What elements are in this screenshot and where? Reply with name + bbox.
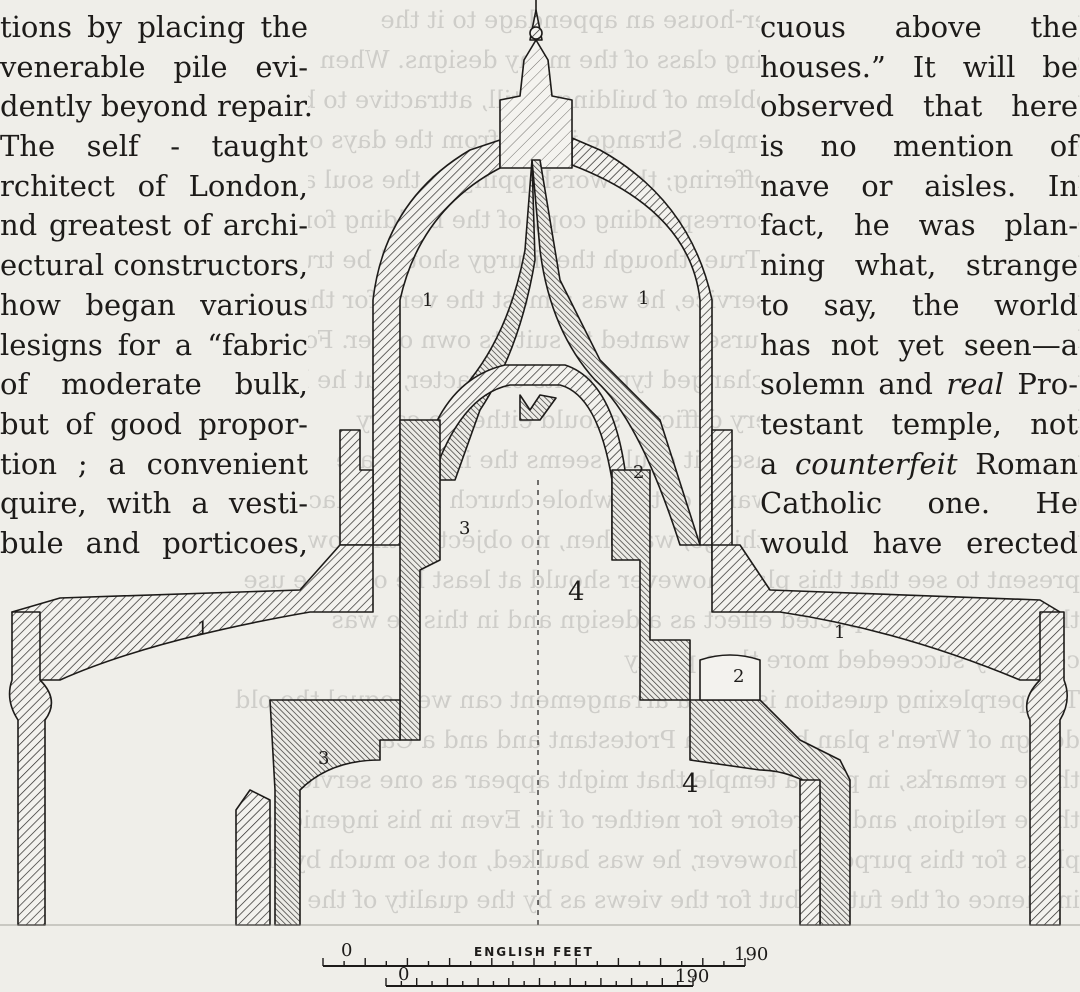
text-line: ning what, strange <box>760 248 1078 283</box>
figure-label: 3 <box>318 748 329 769</box>
italic-word: counterfeit <box>794 446 958 481</box>
text-line: how began various <box>0 287 308 322</box>
drum-left <box>399 419 441 741</box>
text-line: solemn and real Pro- <box>760 365 1078 405</box>
scale-title: ENGLISH FEET <box>474 945 594 959</box>
scale-bar <box>322 958 746 987</box>
text-line: is no mention of <box>760 129 1078 164</box>
text-run: Pro- <box>1003 367 1078 402</box>
figure-label: 1 <box>422 290 433 311</box>
text-line: dently beyond repair. <box>0 89 314 124</box>
text-run: Roman <box>957 446 1078 481</box>
text-run: a <box>760 446 795 481</box>
figure-label: 1 <box>834 622 845 643</box>
nave-roof-right <box>711 544 1061 681</box>
text-line: Catholic one. He <box>760 486 1078 521</box>
text-line: venerable pile evi- <box>0 49 308 84</box>
scale-end-label-2: 190 <box>675 966 709 987</box>
figure-label: 2 <box>733 666 744 687</box>
text-line: ectural constructors, <box>0 248 309 283</box>
figure-label: 3 <box>459 518 470 539</box>
text-line: quire, with a vesti- <box>0 486 308 521</box>
text-line: bule and porticoes, <box>0 525 308 560</box>
text-line: rchitect of London, <box>0 168 308 203</box>
italic-word: real <box>946 367 1004 402</box>
text-line: houses.” It will be <box>760 49 1078 84</box>
text-line: a counterfeit Roman <box>760 445 1078 485</box>
text-line: to say, the world <box>760 287 1078 322</box>
text-line: would have erected <box>760 525 1078 560</box>
figure-label: 4 <box>682 769 699 799</box>
figure-label: 4 <box>568 577 585 607</box>
nave-roof-left <box>11 544 374 681</box>
text-line: tion ; a convenient <box>0 446 308 481</box>
figure-label: 2 <box>633 462 644 483</box>
text-line: nave or aisles. In <box>760 168 1078 203</box>
text-line: nd greatest of archi- <box>0 208 308 243</box>
text-line: of moderate bulk, <box>0 367 308 402</box>
text-line: observed that here <box>760 89 1078 124</box>
scale-end-label: 190 <box>734 944 768 965</box>
text-line: The self - taught <box>0 129 308 164</box>
text-line: fact, he was plan- <box>760 208 1078 243</box>
brick-cone <box>531 159 701 546</box>
text-line: has not yet seen—a <box>760 327 1078 362</box>
scale-start-label: 0 <box>341 940 352 961</box>
text-line: testant temple, not <box>760 406 1078 441</box>
text-line: tions by placing the <box>0 10 308 44</box>
text-line: lesigns for a “fabric <box>0 327 308 362</box>
aisle-left <box>269 699 401 926</box>
text-line: but of good propor- <box>0 406 308 441</box>
figure-label: 1 <box>638 288 649 309</box>
lantern <box>499 39 573 169</box>
right-text-column: cuous above the houses.” It will be observ… <box>760 8 1078 564</box>
left-text-column: tions by placing the venerable pile evi-d… <box>0 8 314 564</box>
scale-start-label-2: 0 <box>398 964 409 985</box>
text-run: solemn and <box>760 367 947 402</box>
text-line: cuous above the <box>760 10 1078 44</box>
aisle-right <box>689 699 851 926</box>
figure-label: 1 <box>197 618 208 639</box>
